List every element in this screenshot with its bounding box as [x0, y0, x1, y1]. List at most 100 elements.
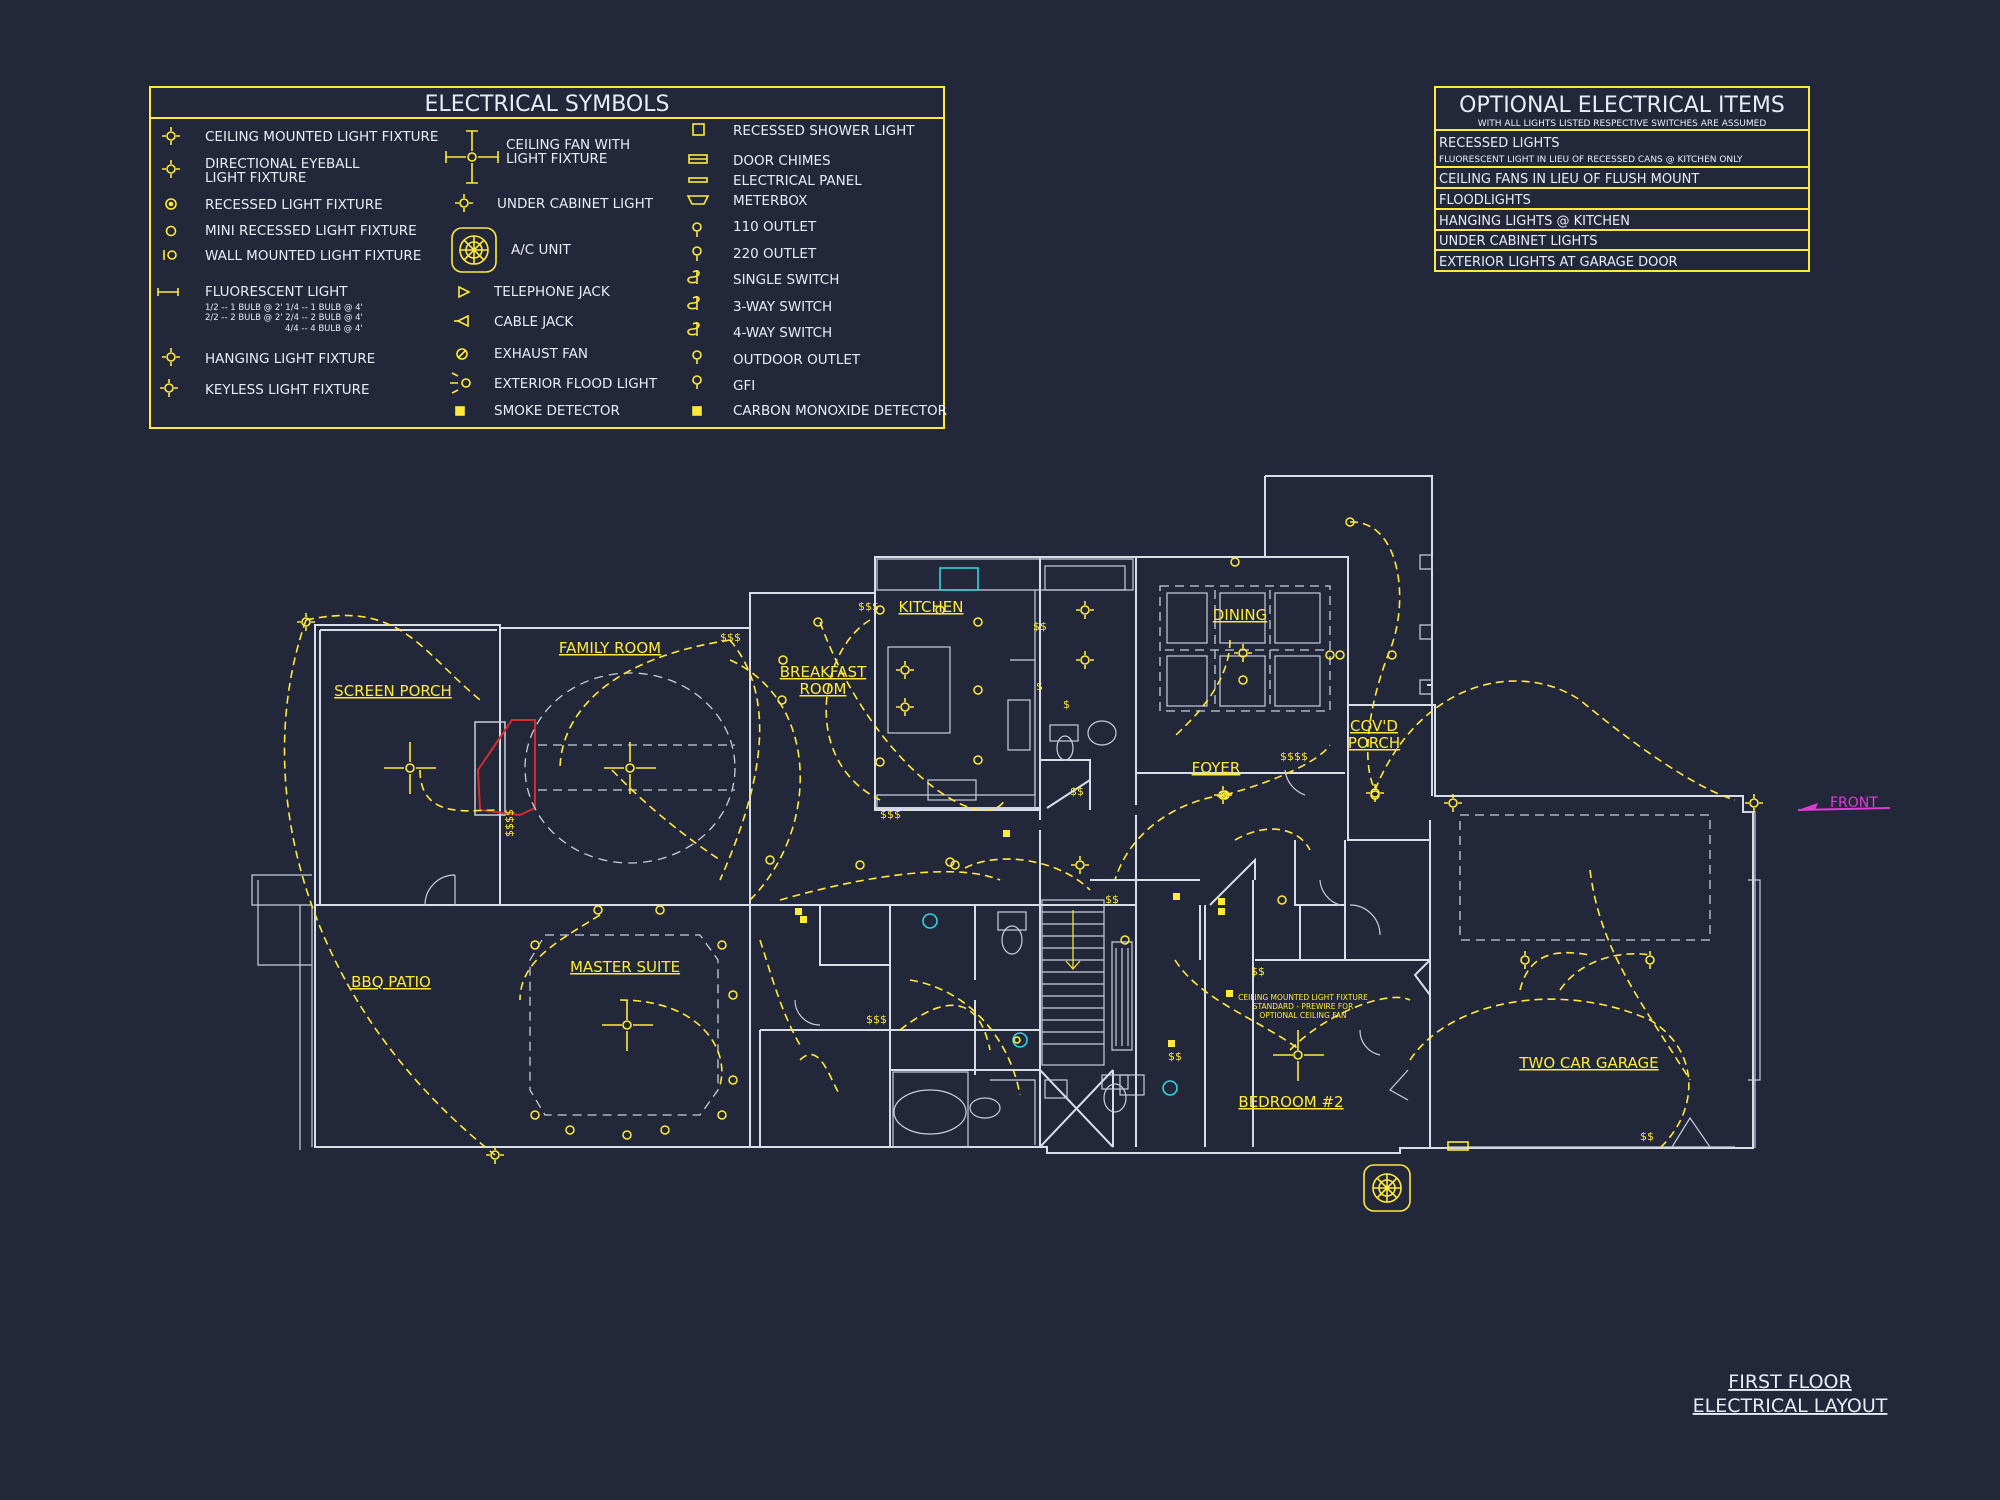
bedroom-note-line-2: STANDARD - PREWIRE FOR — [1253, 1002, 1354, 1011]
room-label-bbq-patio: BBQ PATIO — [351, 973, 431, 991]
vaulted-ceiling-outline — [524, 672, 736, 1116]
three-way-switch-icon — [687, 296, 700, 310]
floor-plan: $$$$$$$$$ $$$$$$$$ $$$$$$$ $$$$$$ $$$$ S… — [251, 475, 1891, 1212]
legend-fluorescent-note-3: 4/4 -- 4 BULB @ 4' — [285, 324, 363, 334]
gfi-icon — [692, 375, 702, 389]
legend-title: ELECTRICAL SYMBOLS — [425, 92, 670, 117]
light-fixtures — [297, 567, 1763, 1164]
exhaust-fan-icon — [1012, 1032, 1028, 1048]
optional-row: FLOODLIGHTS — [1439, 193, 1531, 208]
room-label-porch: PORCH — [1348, 734, 1400, 752]
legend-exhaust-fan-label: EXHAUST FAN — [494, 346, 588, 362]
cable-jack-icon — [454, 314, 469, 328]
svg-text:$$: $$ — [1251, 965, 1265, 978]
room-label-family-room: FAMILY ROOM — [559, 639, 661, 657]
legend-flood-label: EXTERIOR FLOOD LIGHT — [494, 376, 658, 392]
fluorescent-light-icon — [157, 288, 179, 296]
legend-wall-light-label: WALL MOUNTED LIGHT FIXTURE — [205, 248, 421, 264]
ceiling-light-icon — [1071, 856, 1089, 874]
kitchen-island — [887, 646, 951, 734]
single-switch-icon — [687, 270, 700, 284]
electrical-panel-icon — [688, 177, 708, 183]
optional-row: EXTERIOR LIGHTS AT GARAGE DOOR — [1439, 255, 1678, 270]
recessed-lights — [530, 517, 1397, 1140]
ac-unit-icon — [1363, 1164, 1411, 1212]
plumbing-fixtures — [892, 720, 1145, 1148]
staircase — [1041, 899, 1133, 1066]
legend-panel-label: ELECTRICAL PANEL — [733, 173, 862, 189]
optional-row: FLUORESCENT LIGHT IN LIEU OF RECESSED CA… — [1439, 155, 1743, 165]
legend-mini-recessed-label: MINI RECESSED LIGHT FIXTURE — [205, 223, 417, 239]
legend-recessed-label: RECESSED LIGHT FIXTURE — [205, 197, 383, 213]
legend-gfi-label: GFI — [733, 378, 755, 394]
legend-eyeball-label-2: LIGHT FIXTURE — [205, 170, 306, 186]
keyless-light-icon — [1520, 951, 1530, 969]
exhaust-fan-icon — [1162, 1080, 1178, 1096]
svg-text:$$: $$ — [1070, 785, 1084, 798]
ceiling-fan-icon — [445, 130, 499, 184]
ceiling-fan-icon — [384, 742, 436, 794]
hanging-light-icon — [896, 661, 914, 679]
legend-eyeball-label: DIRECTIONAL EYEBALL — [205, 156, 360, 172]
four-way-switch-icon — [687, 322, 700, 336]
doors — [424, 769, 1381, 1147]
ceiling-light-icon — [1220, 790, 1230, 800]
optional-row: HANGING LIGHTS @ KITCHEN — [1439, 214, 1630, 229]
legend-chimes-label: DOOR CHIMES — [733, 153, 831, 169]
optional-row: RECESSED LIGHTS — [1439, 136, 1560, 151]
electrical-symbols-legend: ELECTRICAL SYMBOLS CEILING MOUNTED LIGHT… — [149, 86, 947, 429]
legend-fluorescent-label: FLUORESCENT LIGHT — [205, 284, 348, 300]
legend-fluorescent-note-1: 1/2 -- 1 BULB @ 2' 1/4 -- 1 BULB @ 4' — [205, 303, 363, 313]
ceiling-light-icon — [486, 1146, 504, 1164]
legend-co-label: CARBON MONOXIDE DETECTOR — [733, 403, 947, 419]
co-detector-icon — [692, 406, 702, 416]
bedroom-fixture-note: CEILING MOUNTED LIGHT FIXTURE STANDARD -… — [1238, 993, 1368, 1020]
fireplace — [474, 719, 536, 817]
legend-220-label: 220 OUTLET — [733, 246, 817, 262]
exterior-walls — [251, 475, 1761, 1154]
svg-text:$: $ — [1063, 698, 1070, 711]
legend-meterbox-label: METERBOX — [733, 193, 807, 209]
door-chimes-icon — [688, 154, 708, 164]
room-labels: SCREEN PORCH FAMILY ROOM BREAKFAST ROOM … — [334, 598, 1658, 1111]
room-label-kitchen: KITCHEN — [899, 598, 964, 616]
svg-text:$$: $$ — [1640, 1130, 1654, 1143]
optional-row: UNDER CABINET LIGHTS — [1439, 234, 1597, 249]
optional-items-table: OPTIONAL ELECTRICAL ITEMS WITH ALL LIGHT… — [1434, 86, 1810, 272]
switches: $$$$$$$$$ $$$$$$$$ $$$$$$$ $$$$$$ $$$$ — [503, 600, 1654, 1143]
exhaust-fan-icon — [922, 913, 938, 929]
svg-text:$$: $$ — [1168, 1050, 1182, 1063]
wall-light-icon — [163, 250, 177, 260]
legend-telephone-label: TELEPHONE JACK — [493, 284, 611, 300]
bathtub — [893, 1089, 967, 1135]
bedroom-note-line-3: OPTIONAL CEILING FAN — [1259, 1011, 1346, 1020]
legend-single-switch-label: SINGLE SWITCH — [733, 272, 839, 288]
room-label-covd: COV'D — [1350, 717, 1398, 735]
optional-row: CEILING FANS IN LIEU OF FLUSH MOUNT — [1439, 172, 1699, 187]
ceiling-fan-icon — [1273, 1030, 1324, 1081]
front-label: FRONT — [1830, 795, 1878, 811]
ceiling-light-icon — [1234, 644, 1252, 662]
flood-light-icon — [1370, 790, 1380, 800]
flood-light-icon — [450, 372, 471, 394]
room-label-garage: TWO CAR GARAGE — [1518, 1054, 1658, 1072]
mini-recessed-light-icon — [165, 225, 177, 237]
ac-unit-icon — [451, 227, 497, 273]
shower-light-icon — [692, 123, 705, 136]
legend-cable-label: CABLE JACK — [494, 314, 574, 330]
ceiling-light-icon — [1444, 794, 1462, 812]
under-cabinet-light-icon — [455, 194, 473, 212]
room-label-breakfast-room: ROOM — [800, 680, 847, 698]
keyless-light-icon — [160, 379, 178, 397]
legend-smoke-label: SMOKE DETECTOR — [494, 403, 620, 419]
optional-title: OPTIONAL ELECTRICAL ITEMS — [1459, 93, 1785, 118]
eyeball-light-icon — [162, 160, 180, 178]
legend-keyless-label: KEYLESS LIGHT FIXTURE — [205, 382, 370, 398]
room-label-breakfast: BREAKFAST — [780, 663, 867, 681]
wiring-runs — [283, 521, 1736, 1156]
svg-text:$$$$: $$$$ — [1280, 750, 1308, 763]
legend-ceiling-fan-label: CEILING FAN WITH — [506, 137, 630, 153]
svg-text:$$$: $$$ — [720, 631, 741, 644]
legend-3way-label: 3-WAY SWITCH — [733, 299, 832, 315]
